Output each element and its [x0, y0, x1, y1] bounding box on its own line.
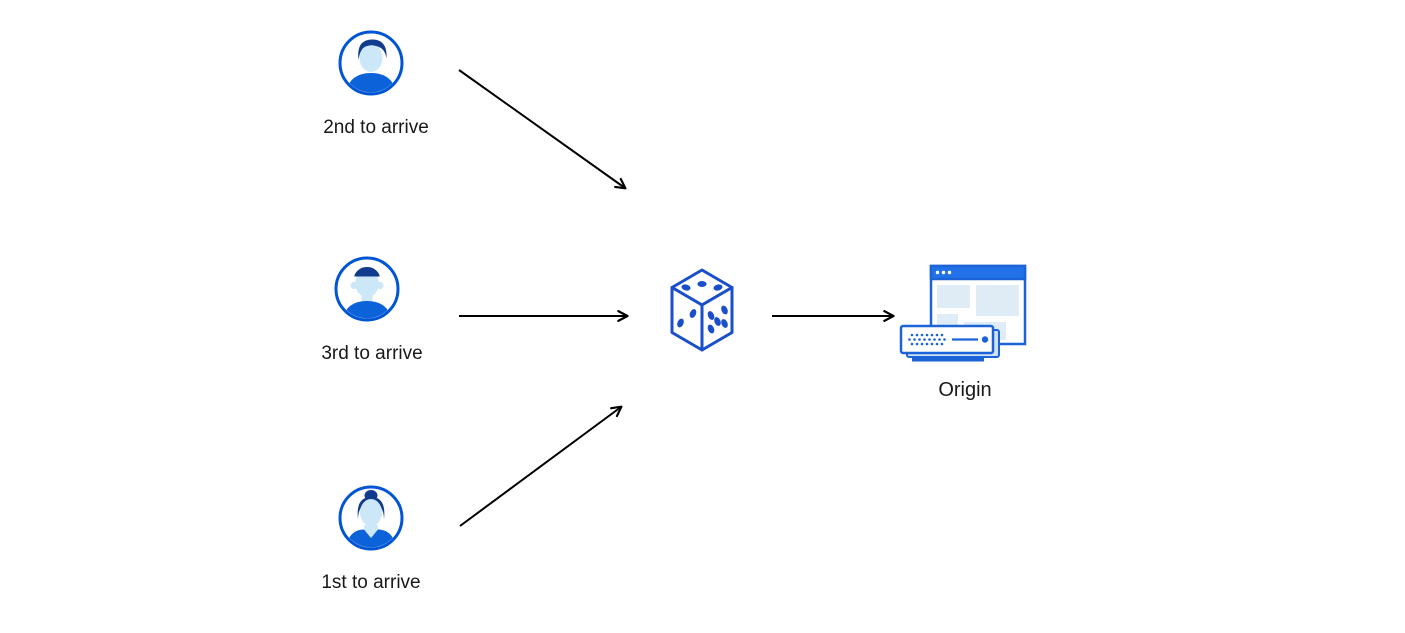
node-user-2nd	[338, 30, 404, 96]
origin-server-browser-icon	[899, 264, 1027, 362]
server-box	[899, 324, 1000, 362]
label-user-2nd: 2nd to arrive	[323, 117, 429, 138]
man-wavy-hair-avatar-icon	[338, 30, 404, 96]
woman-bun-avatar-icon	[338, 485, 404, 551]
arrow-user2nd-to-dice	[458, 69, 627, 190]
node-randomizer	[666, 266, 738, 354]
arrow-user1st-to-dice	[459, 405, 623, 527]
node-user-3rd	[334, 256, 400, 322]
man-flattop-avatar-icon	[334, 256, 400, 322]
node-user-1st	[338, 485, 404, 551]
node-origin	[898, 262, 1028, 367]
label-user-1st: 1st to arrive	[321, 572, 421, 593]
label-origin: Origin	[938, 379, 992, 401]
label-user-3rd: 3rd to arrive	[321, 343, 423, 364]
dice-icon	[670, 268, 734, 352]
browser-window-dots	[935, 270, 952, 275]
